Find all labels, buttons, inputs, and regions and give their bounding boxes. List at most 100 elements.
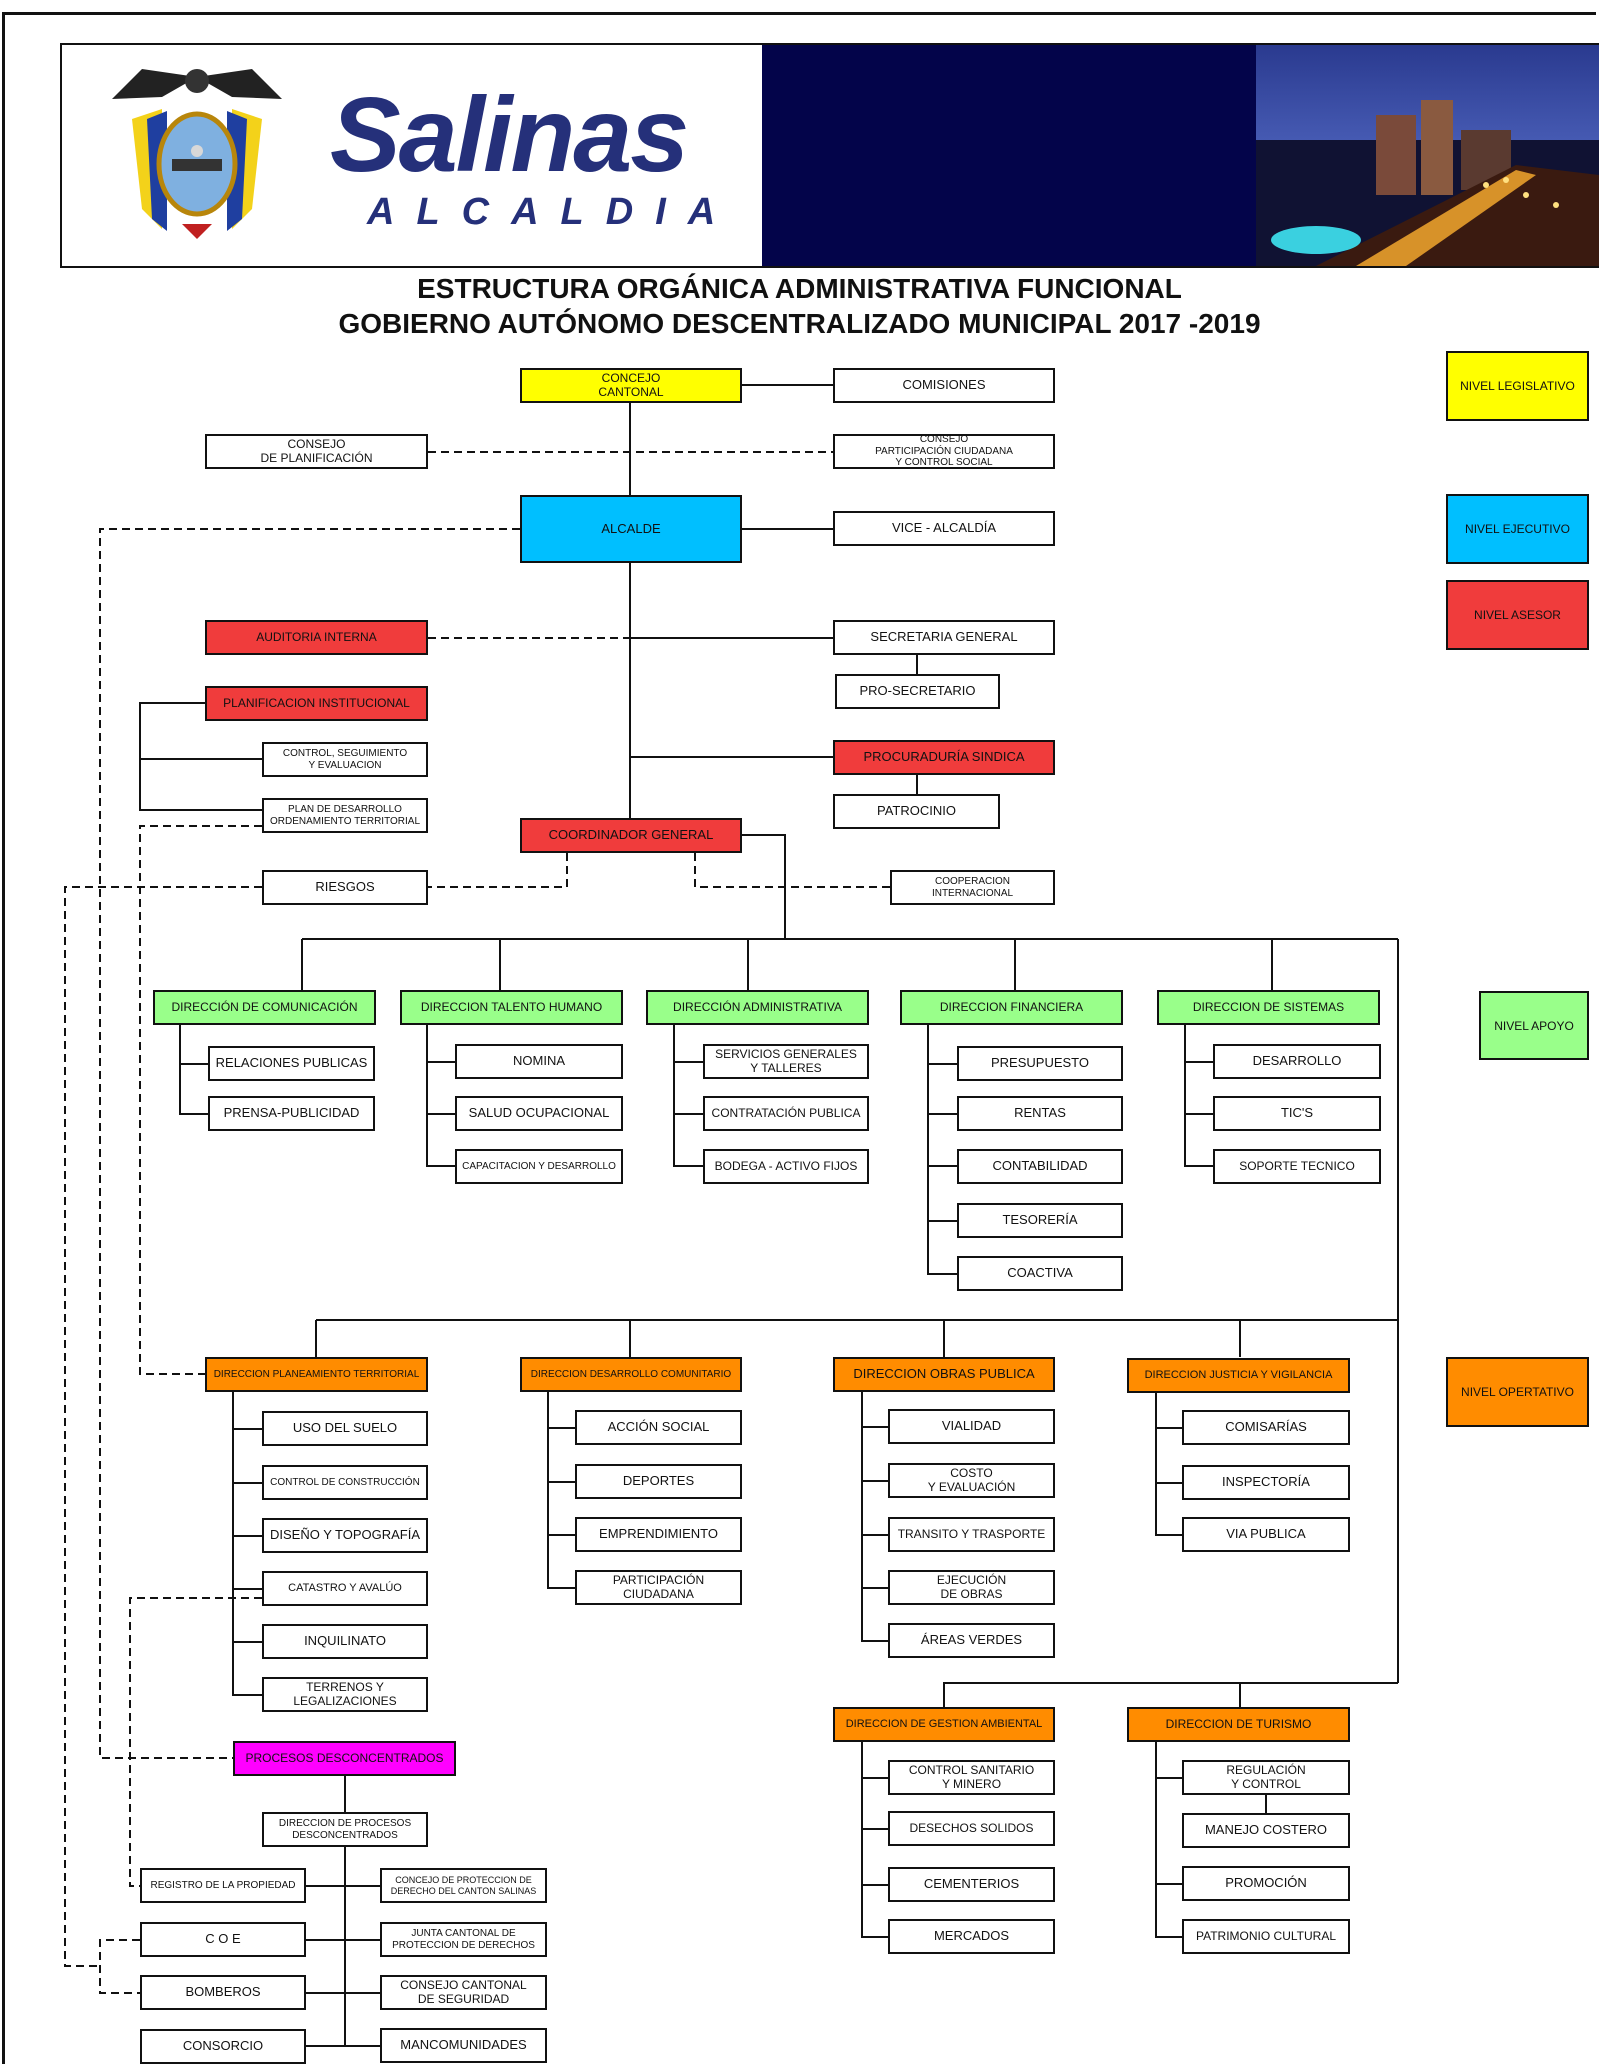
node-costo: COSTO Y EVALUACIÓN: [888, 1463, 1055, 1498]
connector: [1184, 1025, 1213, 1167]
node-via-publica: VIA PUBLICA: [1182, 1517, 1350, 1552]
node-mancomunidades: MANCOMUNIDADES: [380, 2028, 547, 2063]
node-secretaria: SECRETARIA GENERAL: [833, 620, 1055, 655]
node-coe: C O E: [140, 1922, 306, 1957]
connector: [927, 1025, 957, 1275]
brand-subtitle: ALCALDIA: [367, 191, 738, 233]
node-presupuesto: PRESUPUESTO: [957, 1046, 1123, 1081]
node-capacitacion: CAPACITACION Y DESARROLLO: [455, 1149, 623, 1184]
node-dir-comunicacion: DIRECCIÓN DE COMUNICACIÓN: [153, 990, 376, 1025]
node-concejo-proteccion: CONCEJO DE PROTECCION DE DERECHO DEL CAN…: [380, 1868, 547, 1903]
node-consejo-participacion: CONSEJO PARTICIPACIÓN CIUDADANA Y CONTRO…: [833, 434, 1055, 469]
dashed-connector: [428, 853, 568, 888]
node-vialidad: VIALIDAD: [888, 1409, 1055, 1444]
node-alcalde: ALCALDE: [520, 495, 742, 563]
node-contratacion: CONTRATACIÓN PUBLICA: [703, 1096, 869, 1131]
node-dir-gestion-amb: DIRECCION DE GESTION AMBIENTAL: [833, 1707, 1055, 1742]
node-control-seguimiento: CONTROL, SEGUIMIENTO Y EVALUACION: [262, 742, 428, 777]
node-consejo-planificacion: CONSEJO DE PLANIFICACIÓN: [205, 434, 428, 469]
connector: [139, 702, 262, 811]
dashed-connector: [139, 825, 262, 1375]
node-tesoreria: TESORERÍA: [957, 1203, 1123, 1238]
node-vice-alcaldia: VICE - ALCALDÍA: [833, 511, 1055, 546]
node-diseno: DISEÑO Y TOPOGRAFÍA: [262, 1518, 428, 1553]
node-rentas: RENTAS: [957, 1096, 1123, 1131]
node-emprendimiento: EMPRENDIMIENTO: [575, 1517, 742, 1552]
node-participacion-ciud: PARTICIPACIÓN CIUDADANA: [575, 1570, 742, 1605]
node-terrenos: TERRENOS Y LEGALIZACIONES: [262, 1677, 428, 1712]
node-cementerios: CEMENTERIOS: [888, 1867, 1055, 1902]
node-contabilidad: CONTABILIDAD: [957, 1149, 1123, 1184]
legend-apoyo: NIVEL APOYO: [1479, 991, 1589, 1060]
node-bodega: BODEGA - ACTIVO FIJOS: [703, 1149, 869, 1184]
node-coordinador: COORDINADOR GENERAL: [520, 818, 742, 853]
node-tics: TIC'S: [1213, 1096, 1381, 1131]
page-frame: [2, 12, 1596, 2064]
node-dir-procesos-desc: DIRECCION DE PROCESOS DESCONCENTRADOS: [262, 1812, 428, 1847]
node-control-construccion: CONTROL DE CONSTRUCCIÓN: [262, 1465, 428, 1500]
connector: [861, 1392, 888, 1642]
node-patrimonio: PATRIMONIO CULTURAL: [1182, 1919, 1350, 1954]
dashed-connector: [129, 1597, 262, 1887]
brand-name: Salinas: [330, 76, 689, 194]
node-consejo-seguridad: CONSEJO CANTONAL DE SEGURIDAD: [380, 1975, 547, 2010]
node-deportes: DEPORTES: [575, 1464, 742, 1499]
connector: [673, 1025, 703, 1167]
legend-legislativo: NIVEL LEGISLATIVO: [1446, 351, 1589, 421]
node-mercados: MERCADOS: [888, 1919, 1055, 1954]
node-coactiva: COACTIVA: [957, 1256, 1123, 1291]
node-servicios: SERVICIOS GENERALES Y TALLERES: [703, 1044, 869, 1079]
node-dir-sistemas: DIRECCION DE SISTEMAS: [1157, 990, 1380, 1025]
dashed-connector: [694, 853, 890, 888]
connector: [943, 1682, 1398, 1707]
node-procuraduria: PROCURADURÍA SINDICA: [833, 740, 1055, 775]
node-catastro: CATASTRO Y AVALÚO: [262, 1571, 428, 1606]
connector: [547, 1392, 575, 1589]
node-junta-cantonal: JUNTA CANTONAL DE PROTECCION DE DERECHOS: [380, 1922, 547, 1957]
node-dir-administrativa: DIRECCIÓN ADMINISTRATIVA: [646, 990, 869, 1025]
node-bomberos: BOMBEROS: [140, 1975, 306, 2010]
node-auditoria: AUDITORIA INTERNA: [205, 620, 428, 655]
legend-operativo: NIVEL OPERTATIVO: [1446, 1357, 1589, 1427]
title-line-1: ESTRUCTURA ORGÁNICA ADMINISTRATIVA FUNCI…: [417, 273, 1182, 304]
node-uso-suelo: USO DEL SUELO: [262, 1411, 428, 1446]
node-dir-obras: DIRECCION OBRAS PUBLICA: [833, 1357, 1055, 1392]
node-regulacion: REGULACIÓN Y CONTROL: [1182, 1760, 1350, 1795]
connector: [232, 1392, 262, 1696]
node-consorcio: CONSORCIO: [140, 2029, 306, 2064]
node-salud: SALUD OCUPACIONAL: [455, 1096, 623, 1131]
node-dir-desarrollo-com: DIRECCION DESARROLLO COMUNITARIO: [520, 1357, 742, 1392]
legend-ejecutivo: NIVEL EJECUTIVO: [1446, 494, 1589, 564]
node-procesos-desc: PROCESOS DESCONCENTRADOS: [233, 1741, 456, 1776]
connector: [1155, 1393, 1182, 1536]
node-prensa: PRENSA-PUBLICIDAD: [208, 1096, 375, 1131]
node-patrocinio: PATROCINIO: [833, 794, 1000, 829]
node-dir-talento: DIRECCION TALENTO HUMANO: [400, 990, 623, 1025]
node-comisarias: COMISARÍAS: [1182, 1410, 1350, 1445]
node-planificacion-inst: PLANIFICACION INSTITUCIONAL: [205, 686, 428, 721]
node-pro-secretario: PRO-SECRETARIO: [835, 674, 1000, 709]
city-night-photo: [1256, 45, 1599, 266]
connector: [861, 1742, 888, 1938]
node-dir-turismo: DIRECCION DE TURISMO: [1127, 1707, 1350, 1742]
dashed-connector: [64, 886, 262, 1967]
node-desarrollo: DESARROLLO: [1213, 1044, 1381, 1079]
node-dir-justicia: DIRECCION JUSTICIA Y VIGILANCIA: [1127, 1358, 1350, 1393]
node-relaciones: RELACIONES PUBLICAS: [208, 1046, 375, 1081]
connector: [742, 834, 786, 939]
node-dir-planeamiento: DIRECCION PLANEAMIENTO TERRITORIAL: [205, 1357, 428, 1392]
connector: [179, 1025, 208, 1115]
legend-asesor: NIVEL ASESOR: [1446, 580, 1589, 650]
node-dir-financiera: DIRECCION FINANCIERA: [900, 990, 1123, 1025]
node-concejo: CONCEJO CANTONAL: [520, 368, 742, 403]
connector: [1155, 1742, 1182, 1938]
node-registro-propiedad: REGISTRO DE LA PROPIEDAD: [140, 1868, 306, 1903]
node-soporte: SOPORTE TECNICO: [1213, 1149, 1381, 1184]
node-inspectoria: INSPECTORÍA: [1182, 1465, 1350, 1500]
node-promocion: PROMOCIÓN: [1182, 1866, 1350, 1901]
connector: [426, 1025, 455, 1167]
node-cooperacion: COOPERACION INTERNACIONAL: [890, 870, 1055, 905]
node-areas-verdes: ÁREAS VERDES: [888, 1623, 1055, 1658]
node-transito: TRANSITO Y TRASPORTE: [888, 1517, 1055, 1552]
